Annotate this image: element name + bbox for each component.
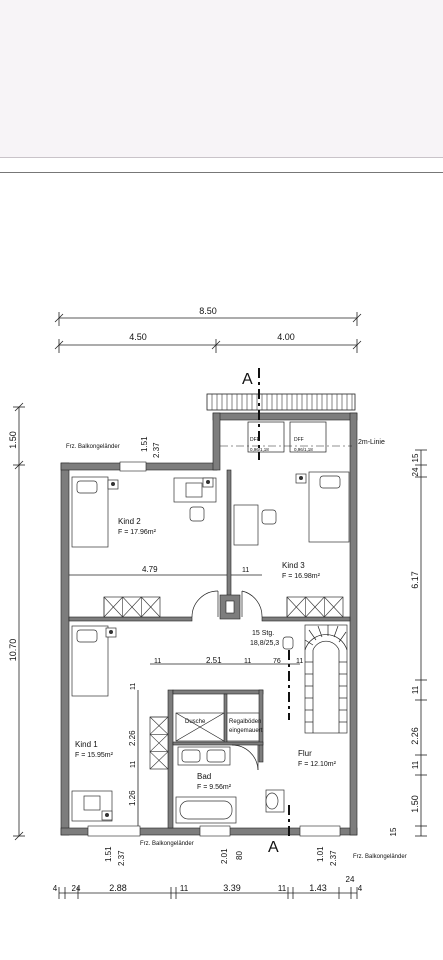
hatch-stroke bbox=[141, 596, 161, 618]
room-dusche-label: Dusche bbox=[185, 719, 206, 725]
dim-inner-479: 4.79 bbox=[142, 565, 158, 574]
dim-bottom-339: 3.39 bbox=[223, 883, 241, 893]
dim-inner-11c: 11 bbox=[244, 658, 251, 665]
furniture-kind2 bbox=[71, 476, 217, 618]
left-dimension-chain: 1.50 10.70 bbox=[8, 402, 25, 841]
win-dim-151-bl: 1.51 bbox=[104, 846, 113, 862]
furniture-bad bbox=[175, 712, 285, 824]
dim-bottom-24b: 24 bbox=[346, 875, 355, 884]
stairs-ratio-label: 18,8/25,3 bbox=[250, 640, 279, 647]
dim-bottom-288: 2.88 bbox=[109, 883, 127, 893]
win-dim-237-br: 2.37 bbox=[329, 850, 338, 866]
dim-inner-11a: 11 bbox=[242, 567, 249, 574]
interior-dimensions bbox=[69, 574, 300, 826]
hatch-stroke bbox=[149, 734, 169, 752]
dim-right-15: 15 bbox=[411, 453, 420, 462]
dim-left-width: 4.50 bbox=[129, 332, 147, 342]
room-kind1-name: Kind 1 bbox=[75, 740, 98, 749]
staircase bbox=[282, 624, 348, 734]
balcony-label-top: Frz. Balkongeländer bbox=[66, 444, 120, 450]
dff1-label: DFF bbox=[250, 437, 260, 443]
room-bad-name: Bad bbox=[197, 772, 211, 781]
dim-right-11a: 11 bbox=[411, 685, 420, 694]
room-kind2-area: F = 17.96m² bbox=[118, 529, 157, 536]
dim-left-balcony: 1.50 bbox=[8, 431, 18, 449]
win-dim-237-top: 2.37 bbox=[152, 442, 161, 458]
shelf-kind1-cross-hatch bbox=[149, 716, 169, 770]
hatch-stroke bbox=[286, 596, 306, 618]
regal-label-2: eingemauert bbox=[229, 728, 263, 734]
room-bad-area: F = 9.56m² bbox=[197, 784, 232, 791]
room-flur-name: Flur bbox=[298, 749, 312, 758]
balcony-label-bottom-left: Frz. Balkongeländer bbox=[140, 841, 194, 847]
section-line bbox=[258, 368, 290, 840]
furniture-kind1 bbox=[71, 625, 169, 822]
dim-inner-11b: 11 bbox=[154, 658, 161, 665]
hatch-stroke bbox=[324, 596, 344, 618]
dim-right-11b: 11 bbox=[411, 760, 420, 769]
dim-bottom-24a: 24 bbox=[72, 884, 81, 893]
win-dim-201: 2.01 bbox=[220, 848, 229, 864]
dim-left-total: 10.70 bbox=[8, 639, 18, 662]
hatch-stroke bbox=[122, 596, 142, 618]
stairs-count-label: 15 Stg. bbox=[252, 630, 274, 637]
separator-line bbox=[0, 172, 443, 173]
interior-walls bbox=[68, 469, 351, 829]
room-kind3-name: Kind 3 bbox=[282, 561, 305, 570]
section-label-top: A bbox=[242, 371, 253, 388]
hatch-stroke bbox=[305, 596, 325, 618]
dim-right-15b: 15 bbox=[389, 827, 398, 836]
dim-inner-v11b: 11 bbox=[130, 761, 137, 768]
dim-bottom-143: 1.43 bbox=[309, 883, 327, 893]
dim-right-617: 6.17 bbox=[410, 571, 420, 589]
right-dimension-chain: 15 24 6.17 11 2.26 11 1.50 15 bbox=[389, 449, 427, 836]
dim-bottom-4a: 4 bbox=[53, 884, 58, 893]
roof-edge-hatch bbox=[211, 394, 353, 410]
dim-right-24: 24 bbox=[411, 467, 420, 476]
dim-right-width: 4.00 bbox=[277, 332, 295, 342]
exterior-walls bbox=[60, 393, 358, 836]
dim-bottom-11b: 11 bbox=[278, 884, 287, 893]
top-dimension-chain: 8.50 4.50 4.00 bbox=[54, 306, 362, 353]
dim-inner-226: 2.26 bbox=[128, 730, 137, 746]
bottom-dimension-chain: 4 24 2.88 11 3.39 11 1.43 24 4 bbox=[53, 875, 363, 899]
dff1-size: 0,96/1,18 bbox=[250, 447, 269, 452]
dim-inner-251: 2.51 bbox=[206, 656, 222, 665]
dff2-label: DFF bbox=[294, 437, 304, 443]
win-dim-80: 80 bbox=[235, 851, 244, 860]
dim-inner-126: 1.26 bbox=[128, 790, 137, 806]
room-kind2-name: Kind 2 bbox=[118, 517, 141, 526]
win-dim-101: 1.01 bbox=[316, 846, 325, 862]
dim-inner-11d: 11 bbox=[296, 658, 303, 665]
room-kind3-area: F = 16.98m² bbox=[282, 573, 321, 580]
two-m-line-label: 2m-Linie bbox=[358, 439, 385, 446]
dim-right-150: 1.50 bbox=[410, 795, 420, 813]
dim-bottom-4b: 4 bbox=[358, 884, 363, 893]
hatch-stroke bbox=[149, 716, 169, 735]
room-kind1-area: F = 15.95m² bbox=[75, 752, 114, 759]
dim-inner-v11a: 11 bbox=[130, 683, 137, 690]
hatch-stroke bbox=[103, 596, 123, 618]
win-dim-151-top: 1.51 bbox=[140, 436, 149, 452]
windows bbox=[87, 421, 341, 837]
viewer-header-band bbox=[0, 0, 443, 158]
dim-inner-76: 76 bbox=[273, 658, 281, 665]
shelf-kind2-cross-hatch bbox=[103, 596, 161, 618]
dim-overall-width: 8.50 bbox=[199, 306, 217, 316]
regal-label-1: Regalböden bbox=[229, 719, 261, 725]
section-label-bottom: A bbox=[268, 839, 279, 856]
shelf-kind3-cross-hatch bbox=[286, 596, 344, 618]
dff2-size: 0,96/1,18 bbox=[294, 447, 313, 452]
room-flur-area: F = 12.10m² bbox=[298, 761, 337, 768]
doors bbox=[191, 590, 263, 771]
hatch-stroke bbox=[149, 751, 169, 770]
dim-right-226: 2.26 bbox=[410, 727, 420, 745]
balcony-label-bottom-right: Frz. Balkongeländer bbox=[353, 854, 407, 860]
dim-bottom-11a: 11 bbox=[180, 884, 189, 893]
win-dim-237-bl: 2.37 bbox=[117, 850, 126, 866]
